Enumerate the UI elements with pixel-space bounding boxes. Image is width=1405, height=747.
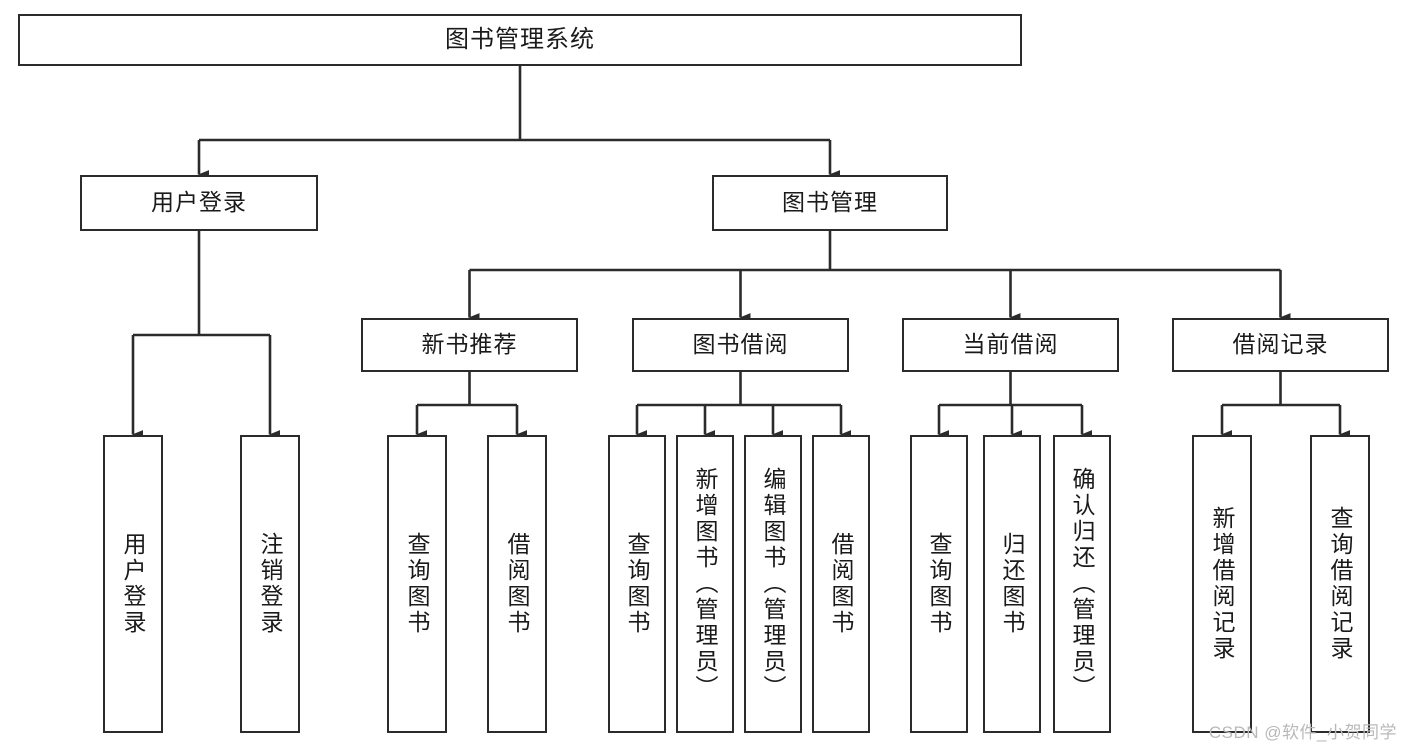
node-label-leaf-borrow-book-recommend: 借阅图书 bbox=[504, 532, 531, 636]
node-label-root: 图书管理系统 bbox=[445, 25, 595, 53]
node-leaf-return-book[interactable]: 归还图书 bbox=[983, 435, 1041, 733]
node-current-borrow[interactable]: 当前借阅 bbox=[902, 318, 1119, 372]
node-label-leaf-add-book-admin: 新增图书（管理员） bbox=[692, 467, 719, 701]
node-leaf-query-book-recommend[interactable]: 查询图书 bbox=[387, 435, 447, 733]
node-label-leaf-query-borrow-record: 查询借阅记录 bbox=[1327, 506, 1354, 662]
node-label-leaf-return-book: 归还图书 bbox=[999, 532, 1026, 636]
node-new-book-recommend[interactable]: 新书推荐 bbox=[361, 318, 578, 372]
node-leaf-query-book-current[interactable]: 查询图书 bbox=[910, 435, 968, 733]
node-label-leaf-query-book-current: 查询图书 bbox=[926, 532, 953, 636]
node-leaf-edit-book-admin[interactable]: 编辑图书（管理员） bbox=[744, 435, 802, 733]
node-leaf-borrow-book-recommend[interactable]: 借阅图书 bbox=[487, 435, 547, 733]
node-root[interactable]: 图书管理系统 bbox=[18, 14, 1022, 66]
node-label-user-login: 用户登录 bbox=[151, 189, 247, 216]
node-label-current-borrow: 当前借阅 bbox=[962, 331, 1059, 358]
node-label-leaf-user-login: 用户登录 bbox=[120, 532, 147, 636]
node-label-leaf-borrow-book: 借阅图书 bbox=[828, 532, 855, 636]
node-leaf-user-logout[interactable]: 注销登录 bbox=[240, 435, 300, 733]
node-label-book-manage: 图书管理 bbox=[782, 189, 878, 216]
node-label-leaf-add-borrow-record: 新增借阅记录 bbox=[1209, 506, 1236, 662]
node-leaf-borrow-book[interactable]: 借阅图书 bbox=[812, 435, 870, 733]
node-label-leaf-confirm-return-admin: 确认归还（管理员） bbox=[1069, 467, 1096, 701]
node-book-manage[interactable]: 图书管理 bbox=[712, 175, 948, 231]
node-leaf-user-login[interactable]: 用户登录 bbox=[103, 435, 163, 733]
node-label-leaf-user-logout: 注销登录 bbox=[257, 532, 284, 636]
node-leaf-confirm-return-admin[interactable]: 确认归还（管理员） bbox=[1053, 435, 1111, 733]
node-borrow-record[interactable]: 借阅记录 bbox=[1172, 318, 1389, 372]
node-book-borrow[interactable]: 图书借阅 bbox=[632, 318, 849, 372]
node-label-book-borrow: 图书借阅 bbox=[692, 331, 789, 358]
watermark-text: CSDN @软件_小贺同学 bbox=[1208, 723, 1397, 742]
node-label-leaf-query-book-borrow: 查询图书 bbox=[624, 532, 651, 636]
node-label-leaf-query-book-recommend: 查询图书 bbox=[404, 532, 431, 636]
node-leaf-query-book-borrow[interactable]: 查询图书 bbox=[608, 435, 666, 733]
node-leaf-add-borrow-record[interactable]: 新增借阅记录 bbox=[1192, 435, 1252, 733]
node-label-new-book-recommend: 新书推荐 bbox=[421, 331, 518, 358]
node-user-login[interactable]: 用户登录 bbox=[80, 175, 318, 231]
node-label-leaf-edit-book-admin: 编辑图书（管理员） bbox=[760, 467, 787, 701]
node-label-borrow-record: 借阅记录 bbox=[1232, 331, 1329, 358]
node-leaf-add-book-admin[interactable]: 新增图书（管理员） bbox=[676, 435, 734, 733]
node-leaf-query-borrow-record[interactable]: 查询借阅记录 bbox=[1310, 435, 1370, 733]
